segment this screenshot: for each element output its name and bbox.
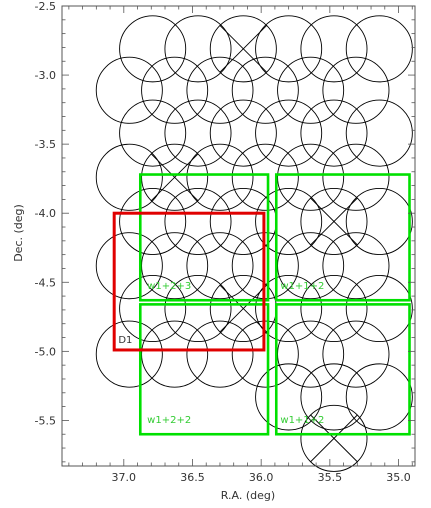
pointing-cross-line xyxy=(219,284,267,333)
field-label: w1+1+2 xyxy=(280,415,324,426)
axes-layer: 37.0 36.5 36.0 35.5 35.0 -2.5 -3.0 -3.5 -4.0 -4.5… xyxy=(35,0,416,484)
pointing-cross-line xyxy=(310,414,358,463)
pointing-circle xyxy=(95,56,163,124)
pointing-circle xyxy=(345,15,413,83)
pointing-circle xyxy=(345,275,413,343)
pointing-circle xyxy=(164,99,232,167)
pointing-circle xyxy=(255,99,323,167)
y-tick-label: -5.0 xyxy=(35,345,56,358)
field-box xyxy=(274,173,411,302)
pointing-circle xyxy=(345,187,413,256)
pointing-circle xyxy=(277,56,345,124)
pointing-circle xyxy=(255,187,323,256)
x-axis-title: R.A. (deg) xyxy=(221,489,275,502)
pointing-circle xyxy=(322,320,390,388)
pointing-circle xyxy=(119,275,187,343)
pointing-circle xyxy=(186,232,254,300)
field-box xyxy=(138,303,270,436)
pointing-cross-line xyxy=(310,197,358,246)
x-tick-label: 36.0 xyxy=(249,471,274,484)
pointing-circle xyxy=(119,15,187,83)
pointing-circle xyxy=(255,363,323,431)
y-tick-label: -3.5 xyxy=(35,138,56,151)
pointing-circle xyxy=(186,320,254,388)
pointing-circle xyxy=(300,363,368,431)
plot-frame xyxy=(61,5,416,467)
pointing-circle xyxy=(95,143,163,211)
x-tick-label: 35.5 xyxy=(318,471,343,484)
field-box-d1 xyxy=(112,211,266,352)
x-tick-label: 35.0 xyxy=(386,471,411,484)
field-label: w1+2+2 xyxy=(147,415,191,426)
x-tick-label: 36.5 xyxy=(180,471,205,484)
pointing-circle xyxy=(300,404,368,472)
field-label-d1: D1 xyxy=(118,335,132,346)
pointing-circle xyxy=(186,56,254,124)
pointing-cross-line xyxy=(219,25,267,73)
pointing-circle xyxy=(300,15,368,83)
pointing-circle xyxy=(95,320,163,388)
field-label: w1+2+3 xyxy=(147,281,191,292)
pointing-circle xyxy=(322,143,390,211)
pointing-circle xyxy=(300,99,368,167)
pointing-circle xyxy=(141,56,209,124)
pointing-circle xyxy=(300,275,368,343)
pointing-circle xyxy=(300,187,368,256)
pointing-circle xyxy=(119,99,187,167)
y-tick-label: -4.0 xyxy=(35,207,56,220)
pointing-circle xyxy=(95,232,163,300)
y-tick-label: -2.5 xyxy=(35,0,56,13)
field-box xyxy=(138,173,270,302)
pointing-cross-line xyxy=(150,153,199,201)
field-label: w1+1+2 xyxy=(280,281,324,292)
x-tick-label: 37.0 xyxy=(112,471,137,484)
pointing-circle xyxy=(164,275,232,343)
pointing-circle xyxy=(322,232,390,300)
y-axis-title: Dec. (deg) xyxy=(12,204,25,262)
pointing-circle xyxy=(209,99,277,167)
y-tick-label: -5.5 xyxy=(35,414,56,427)
pointing-circle xyxy=(322,56,390,124)
pointing-circle xyxy=(119,187,187,256)
pointing-circle xyxy=(209,15,277,83)
pointing-circle xyxy=(164,187,232,256)
pointing-circle xyxy=(231,56,299,124)
pointing-circle xyxy=(164,15,232,83)
field-box xyxy=(274,303,411,436)
pointing-circle xyxy=(255,15,323,83)
pointing-circle xyxy=(345,363,413,431)
pointing-circle xyxy=(255,275,323,343)
pointing-circle xyxy=(186,143,254,211)
y-tick-label: -3.0 xyxy=(35,69,56,82)
pointing-circle xyxy=(345,99,413,167)
y-tick-label: -4.5 xyxy=(35,276,56,289)
pointing-circle xyxy=(231,143,299,211)
